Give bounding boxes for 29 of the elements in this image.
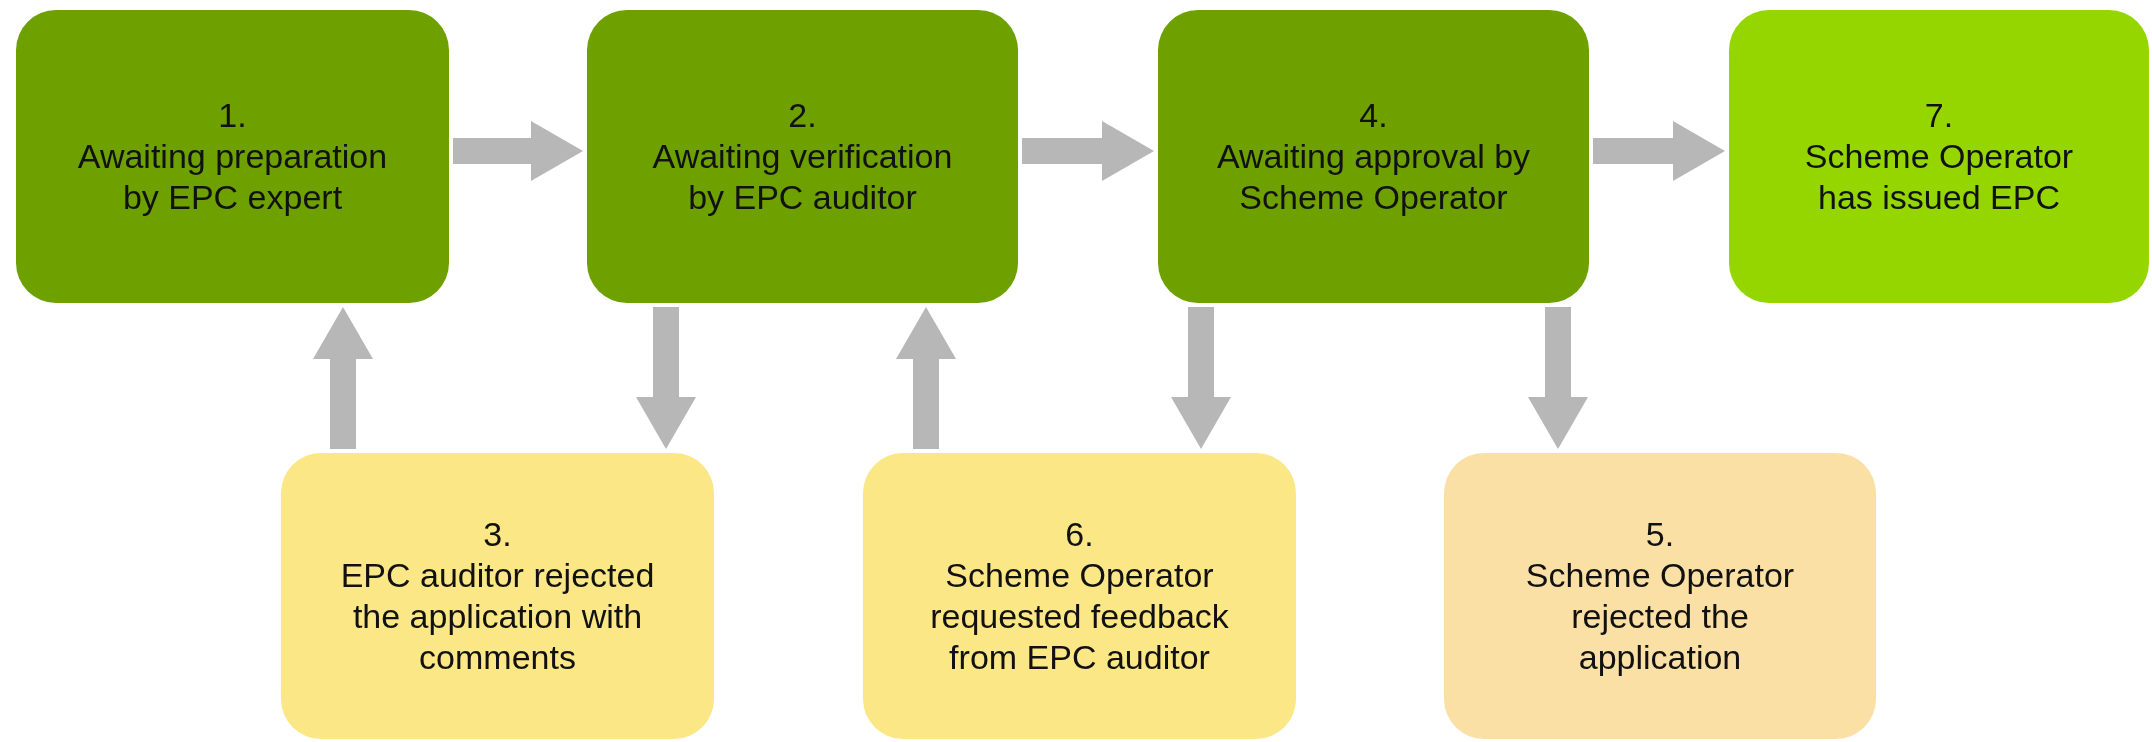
status-box bbox=[1444, 453, 1876, 739]
step-number: 5. bbox=[1645, 514, 1675, 556]
status-box bbox=[281, 453, 714, 739]
status-box bbox=[863, 453, 1296, 739]
status-text: Scheme Operator has issued EPC bbox=[1803, 136, 2075, 218]
block-arrow bbox=[313, 307, 373, 449]
status-text: EPC auditor rejected the application with comments bbox=[339, 555, 656, 678]
status-text: Scheme Operator rejected the application bbox=[1524, 555, 1796, 678]
status-text: Scheme Operator requested feedback from EPC auditor bbox=[929, 555, 1230, 678]
block-arrow bbox=[1528, 307, 1588, 449]
status-text: Awaiting approval by Scheme Operator bbox=[1215, 136, 1532, 218]
block-arrow bbox=[1171, 307, 1231, 449]
status-box bbox=[1729, 10, 2149, 303]
block-arrow bbox=[1593, 121, 1725, 181]
step-number: 3. bbox=[483, 514, 512, 556]
status-text: Awaiting verification by EPC auditor bbox=[651, 136, 954, 218]
status-box bbox=[587, 10, 1018, 303]
status-box bbox=[1158, 10, 1589, 303]
step-number: 6. bbox=[1065, 514, 1094, 556]
status-text: Awaiting preparation by EPC expert bbox=[76, 136, 389, 218]
block-arrow bbox=[453, 121, 583, 181]
status-box bbox=[16, 10, 449, 303]
step-number: 7. bbox=[1924, 95, 1954, 137]
step-number: 4. bbox=[1359, 95, 1388, 137]
block-arrow bbox=[636, 307, 696, 449]
block-arrow bbox=[1022, 121, 1154, 181]
step-number: 1. bbox=[218, 95, 247, 137]
block-arrow bbox=[896, 307, 956, 449]
step-number: 2. bbox=[788, 95, 817, 137]
